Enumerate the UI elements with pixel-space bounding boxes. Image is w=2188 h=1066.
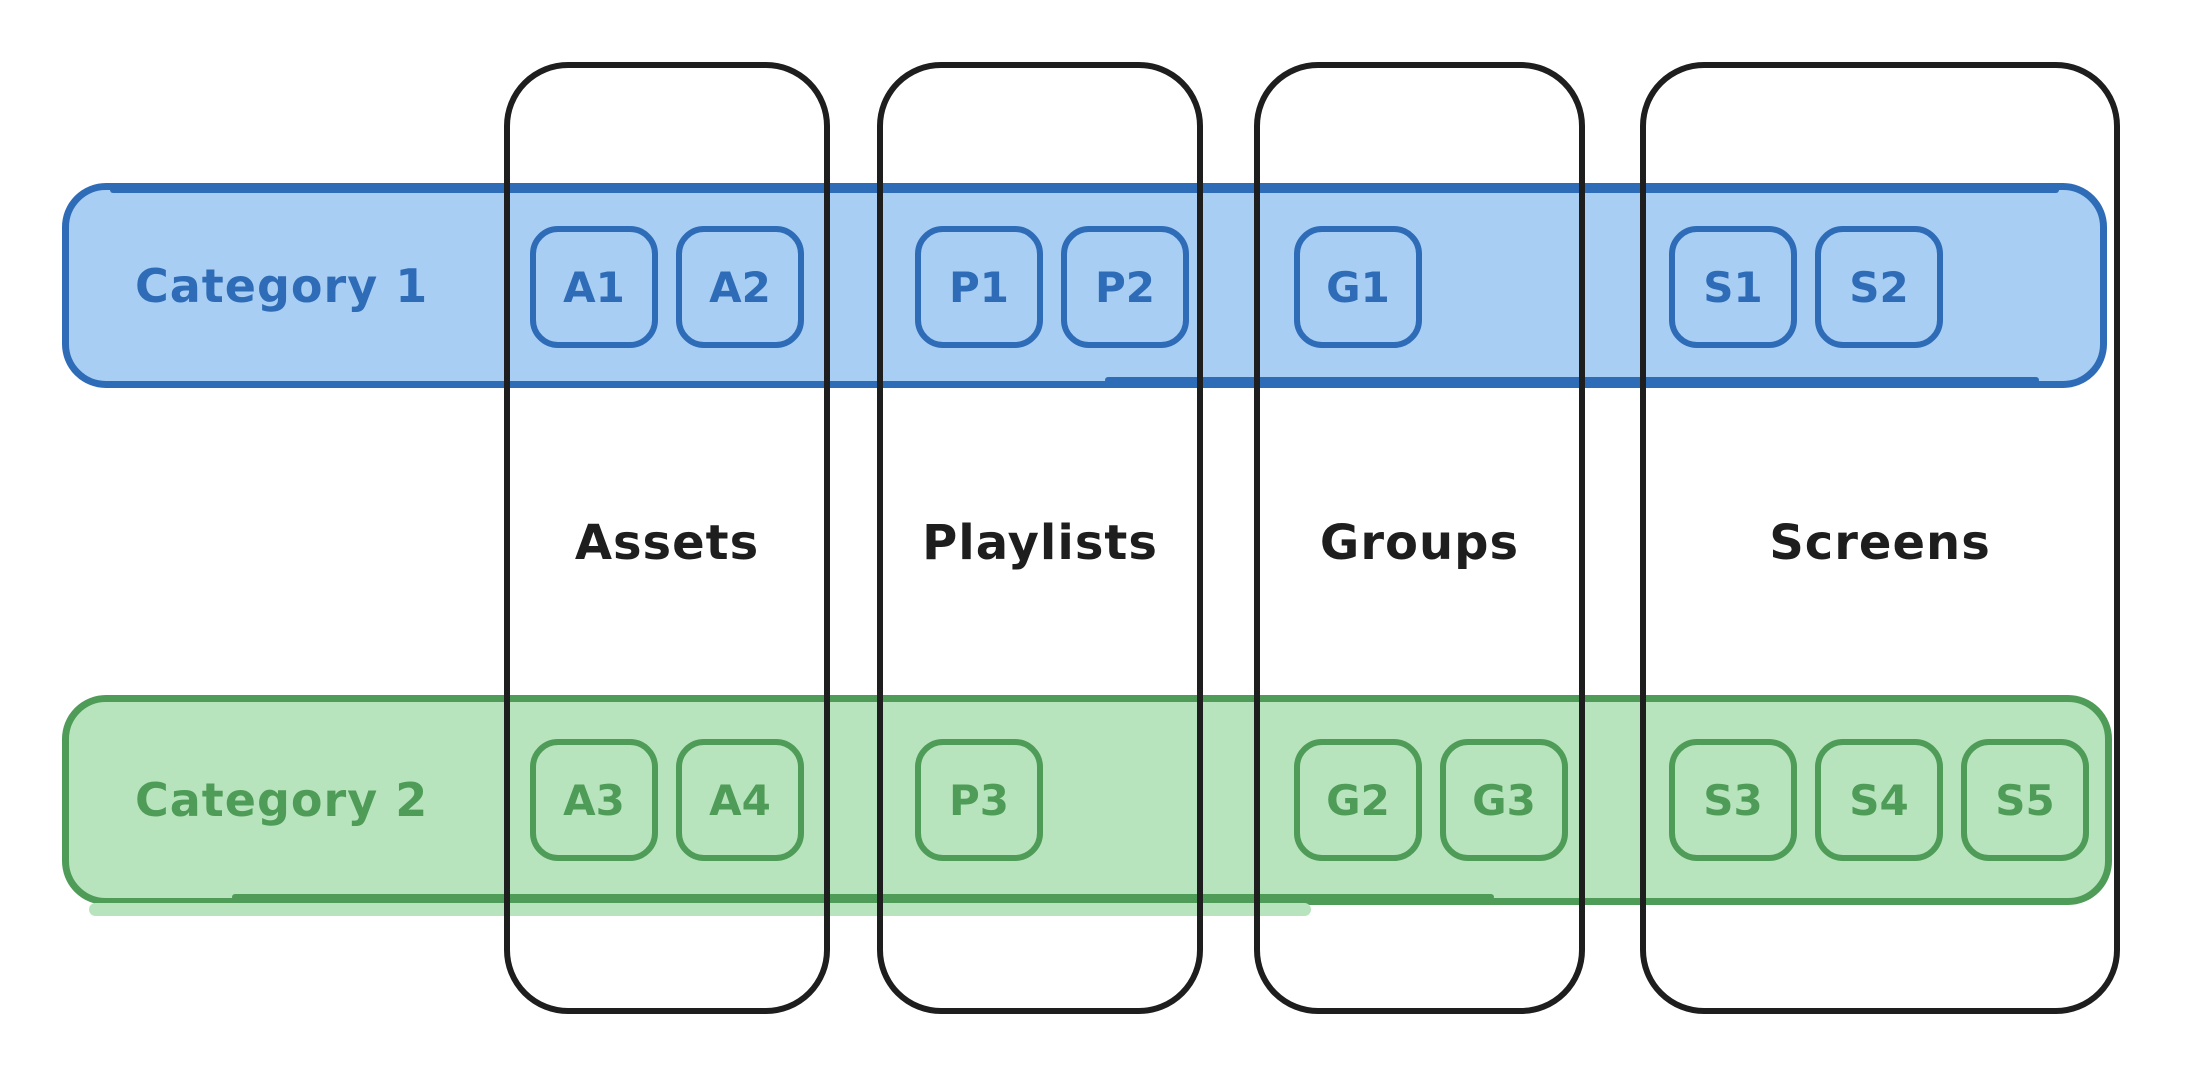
category2-label: Category 2 [135,773,429,827]
sketch-stroke [89,903,1311,916]
chip-s2-label: S2 [1849,262,1909,312]
chip-s5-label: S5 [1995,775,2055,825]
category2-band: Category 2 [62,695,2112,916]
chip-p2-label: P2 [1094,262,1155,312]
chip-p2: P2 [1061,226,1189,348]
chip-p1-label: P1 [948,262,1009,312]
category1-band: Category 1 [62,183,2107,388]
chip-a4-label: A4 [709,775,771,825]
chip-s4-label: S4 [1849,775,1909,825]
chip-s4: S4 [1815,739,1943,861]
chip-g3: G3 [1440,739,1568,861]
chip-a2: A2 [676,226,804,348]
chip-a1-label: A1 [563,262,625,312]
column-groups [1254,62,1585,1014]
chip-p3: P3 [915,739,1043,861]
chip-s1-label: S1 [1703,262,1763,312]
chip-g1: G1 [1294,226,1422,348]
column-label-screens: Screens [1769,515,1991,571]
column-label-assets: Assets [574,515,760,571]
chip-g2: G2 [1294,739,1422,861]
chip-a3-label: A3 [563,775,625,825]
chip-g3-label: G3 [1472,775,1536,825]
chip-a2-label: A2 [709,262,771,312]
sketch-stroke [109,187,2060,193]
chip-p1: P1 [915,226,1043,348]
chip-s5: S5 [1961,739,2089,861]
chip-g1-label: G1 [1326,262,1390,312]
chip-s2: S2 [1815,226,1943,348]
column-assets [504,62,830,1014]
column-label-groups: Groups [1319,515,1520,571]
column-playlists [877,62,1203,1014]
chip-s3-label: S3 [1703,775,1763,825]
sketch-stroke [231,894,1495,900]
chip-a1: A1 [530,226,658,348]
chip-s1: S1 [1669,226,1797,348]
chip-p3-label: P3 [948,775,1009,825]
sketch-stroke [1104,377,2040,383]
chip-s3: S3 [1669,739,1797,861]
chip-a4: A4 [676,739,804,861]
column-label-playlists: Playlists [922,515,1158,571]
column-screens [1640,62,2120,1014]
chip-a3: A3 [530,739,658,861]
category1-label: Category 1 [135,258,429,313]
chip-g2-label: G2 [1326,775,1390,825]
